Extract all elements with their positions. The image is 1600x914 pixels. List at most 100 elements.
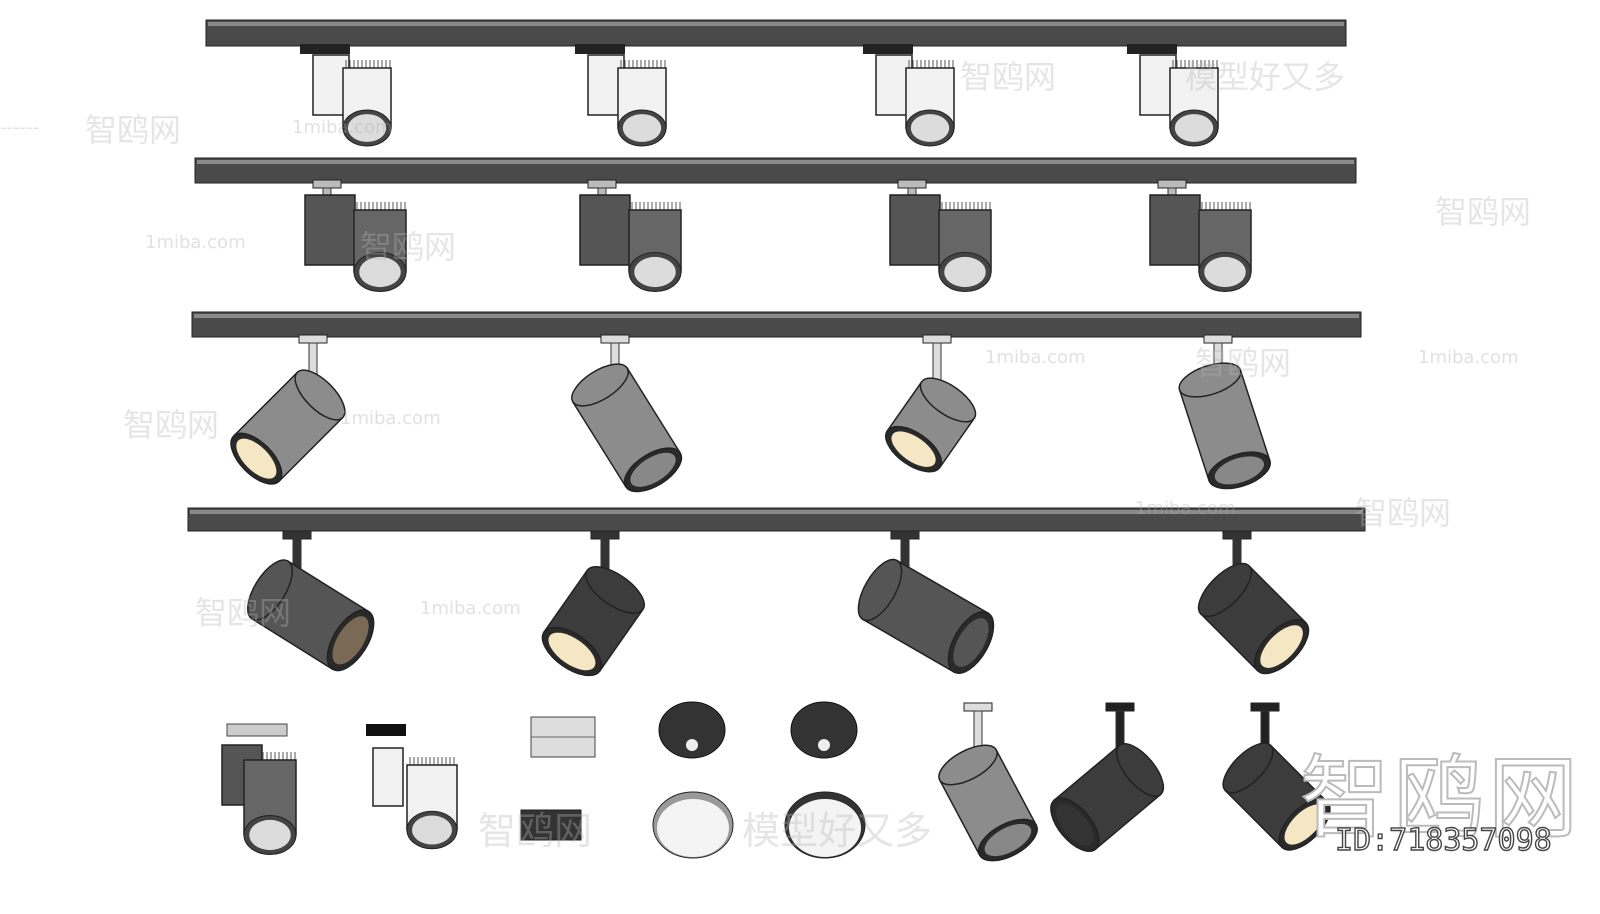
- track-adapter: [366, 724, 406, 736]
- rail-top-face: [197, 160, 1354, 164]
- watermark-domain: 1miba.com: [340, 408, 441, 429]
- watermark-site: 智鸥网: [195, 594, 292, 632]
- watermark-site: 智鸥网: [123, 406, 220, 444]
- downlight-face: [657, 799, 729, 857]
- watermark-site: 智鸥网: [1195, 344, 1292, 382]
- spotlight-lens: [1214, 456, 1264, 485]
- rail-top-face: [208, 22, 1344, 26]
- spotlight-lens: [622, 114, 662, 142]
- finned-spotlight: [342, 60, 392, 147]
- adapter-head: [600, 334, 630, 344]
- finned-spotlight: [905, 60, 955, 147]
- driver-box: [304, 194, 356, 266]
- surface-driver-box-dark: [520, 809, 582, 841]
- adapter-head: [1250, 702, 1280, 712]
- adapter-head: [590, 530, 620, 540]
- downlight-led: [686, 739, 698, 751]
- spotlight-lens: [359, 256, 401, 288]
- spotlight-back: [247, 559, 293, 621]
- adapter-head: [1105, 702, 1135, 712]
- downlight-top: [790, 701, 858, 759]
- driver-box: [1149, 194, 1201, 266]
- track-rail: [191, 311, 1362, 338]
- spotlight: [247, 559, 375, 672]
- adapter-head: [922, 334, 952, 344]
- finned-spotlight: [1198, 202, 1252, 292]
- spotlight-lens: [953, 618, 989, 667]
- spotlight-back: [1222, 742, 1274, 794]
- model-id-label: ID:718357098: [1334, 822, 1552, 858]
- watermark-site: 智鸥网: [1435, 193, 1532, 231]
- track-adapter: [226, 723, 288, 737]
- track-rail: [187, 507, 1366, 532]
- spotlight-lens: [910, 114, 950, 142]
- spotlight-lens: [1260, 625, 1303, 668]
- spotlight: [1197, 562, 1310, 675]
- adapter-head: [282, 530, 312, 540]
- finned-spotlight: [243, 752, 297, 855]
- spotlight-back: [1178, 362, 1242, 398]
- spotlight-lens: [1204, 256, 1246, 288]
- spotlight: [857, 558, 995, 674]
- watermark-site: 智鸥网: [85, 111, 182, 149]
- spotlight-lens: [891, 431, 936, 467]
- rail-top-face: [194, 314, 1359, 318]
- spotlight-lens: [630, 452, 676, 487]
- watermark-domain: 1miba.com: [292, 117, 393, 138]
- driver-box: [372, 747, 404, 807]
- spotlight-lens: [1174, 114, 1214, 142]
- spotlight: [1222, 742, 1331, 851]
- spotlight-lens: [548, 632, 596, 671]
- spotlight-back: [585, 566, 645, 614]
- adapter-head: [587, 179, 617, 189]
- adapter-head: [897, 179, 927, 189]
- spotlight-lens: [332, 616, 369, 665]
- finned-spotlight: [353, 202, 407, 292]
- track-adapter: [1157, 179, 1187, 197]
- watermark-slogan: 模型好又多: [742, 809, 933, 853]
- spotlight-lens: [1055, 803, 1094, 846]
- spotlight-lens: [236, 438, 277, 479]
- spotlight: [571, 363, 683, 493]
- adapter-head: [1157, 179, 1187, 189]
- watermark-site: 智鸥网: [478, 809, 593, 853]
- downlight-led: [818, 739, 830, 751]
- watermark-domain: 1miba.com: [420, 598, 521, 619]
- downlight-face: [789, 799, 861, 857]
- watermark-domain: 1miba.com: [1418, 347, 1519, 368]
- track-adapter: [897, 179, 927, 197]
- spotlight-lens: [347, 114, 387, 142]
- adapter-head: [298, 334, 328, 344]
- spotlight: [230, 369, 346, 485]
- finned-spotlight: [1169, 60, 1219, 147]
- spotlight-lens: [249, 819, 291, 851]
- spotlight-back: [294, 369, 346, 421]
- watermark-slogan: 模型好又多: [1185, 58, 1346, 96]
- track-adapter: [863, 44, 913, 54]
- spotlight: [885, 377, 977, 473]
- track-adapter: [575, 44, 625, 54]
- spotlight: [1050, 743, 1165, 852]
- spotlight-back: [1115, 743, 1165, 797]
- track-adapter: [300, 44, 350, 54]
- spotlight: [541, 566, 645, 677]
- watermark-separator: ------: [0, 117, 39, 138]
- watermark-site: 智鸥网: [360, 228, 457, 266]
- spotlight-lens: [412, 815, 452, 845]
- finned-spotlight: [406, 757, 458, 850]
- spotlight-lens: [1284, 804, 1325, 845]
- driver-box: [579, 194, 631, 266]
- spotlight: [938, 744, 1038, 862]
- watermark-domain: 1miba.com: [1135, 498, 1236, 519]
- watermark-site: 智鸥网: [960, 58, 1057, 96]
- watermark-domain: 1miba.com: [145, 232, 246, 253]
- adapter-head: [963, 702, 993, 712]
- spotlight-back: [919, 377, 977, 423]
- spotlight-back: [857, 558, 903, 622]
- watermark-site: 智鸥网: [1355, 494, 1452, 532]
- adapter-head: [890, 530, 920, 540]
- finned-spotlight: [938, 202, 992, 292]
- adapter-head: [1222, 530, 1252, 540]
- adapter-head: [312, 179, 342, 189]
